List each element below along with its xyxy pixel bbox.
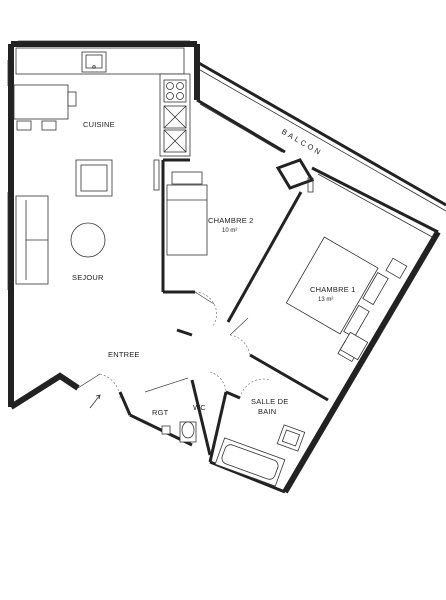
radiator <box>153 159 160 191</box>
balcony-window-1 <box>199 103 283 153</box>
door-swing <box>229 334 251 356</box>
balcony-wall-left <box>196 98 286 154</box>
cabinet-cross <box>163 129 187 153</box>
burner <box>166 92 174 100</box>
rgt-label: RGT <box>152 408 169 417</box>
wc-label: WC <box>193 403 206 412</box>
right-outer-wall <box>282 230 441 494</box>
bath-top-wall <box>225 390 241 400</box>
wc-sink <box>161 425 171 435</box>
bedroom-2: CHAMBRE 2 10 m² <box>153 158 303 327</box>
bedroom2-door[interactable] <box>194 291 215 305</box>
door-swing <box>209 371 227 393</box>
armchair-seat <box>80 164 108 192</box>
door-swing <box>239 378 271 399</box>
coffee-table <box>70 222 106 258</box>
sink-drain <box>92 65 96 69</box>
pillow <box>171 171 203 185</box>
entree-label: ENTREE <box>108 350 140 359</box>
chair <box>339 331 369 361</box>
balcony-railing-inner <box>199 69 446 212</box>
bathroom-sink <box>276 424 306 452</box>
bed <box>166 184 208 256</box>
chair <box>16 120 32 131</box>
bottom-left-wall <box>9 372 80 410</box>
sdb-label-line2: BAIN <box>258 407 276 416</box>
chambre2-label: CHAMBRE 2 <box>208 216 254 225</box>
bathtub-basin <box>221 444 279 480</box>
rgt-door[interactable] <box>144 377 189 393</box>
living-room: SEJOUR <box>7 60 113 290</box>
chambre1-area: 13 m² <box>318 297 333 303</box>
bathroom: SALLE DE BAIN <box>208 378 306 487</box>
wc-wall <box>190 379 212 456</box>
pillow <box>362 272 389 306</box>
bed-group <box>285 236 408 363</box>
closet <box>275 158 315 193</box>
chambre2-area: 10 m² <box>222 228 237 234</box>
door-swing <box>194 291 217 327</box>
chambre1-label: CHAMBRE 1 <box>310 285 356 294</box>
bed <box>285 236 379 335</box>
sdb-label-line1: SALLE DE <box>251 397 288 406</box>
kitchen: CUISINE <box>13 40 191 157</box>
balcony-window-2 <box>317 173 435 239</box>
stub-wall <box>176 328 193 337</box>
balcony-wall-right <box>311 166 439 234</box>
burner <box>176 82 184 90</box>
bath-left-wall <box>208 391 228 463</box>
sejour-label: SEJOUR <box>72 273 104 282</box>
entry-arrow <box>89 394 101 409</box>
cooktop <box>163 79 187 103</box>
cuisine-label: CUISINE <box>83 120 115 129</box>
bedroom2-right-wall <box>226 191 303 323</box>
door-swing <box>99 373 121 399</box>
radiator <box>307 177 314 193</box>
chair <box>67 91 77 107</box>
dining-table <box>13 84 69 120</box>
entrance: ENTREE <box>77 328 193 409</box>
entrance-door[interactable] <box>77 373 101 389</box>
rgt-wall <box>118 391 132 416</box>
closet-box <box>275 158 315 190</box>
toilet-bowl <box>181 421 195 439</box>
kitchen-sink <box>81 51 107 73</box>
chair <box>41 120 57 131</box>
bedroom-1: CHAMBRE 1 13 m² <box>229 236 408 402</box>
balcony-railing <box>196 60 446 207</box>
burner <box>166 82 174 90</box>
bedroom1-bottom-wall <box>249 353 329 402</box>
cabinet-cross <box>163 105 187 129</box>
nightstand <box>385 257 408 279</box>
wc: WC <box>161 371 227 456</box>
entry-arrow-head <box>95 394 101 400</box>
burner <box>176 92 184 100</box>
bedroom1-door[interactable] <box>229 317 249 336</box>
balcony: BALCON <box>196 60 446 239</box>
bathtub-group <box>214 437 286 487</box>
sink-basin <box>281 429 301 447</box>
